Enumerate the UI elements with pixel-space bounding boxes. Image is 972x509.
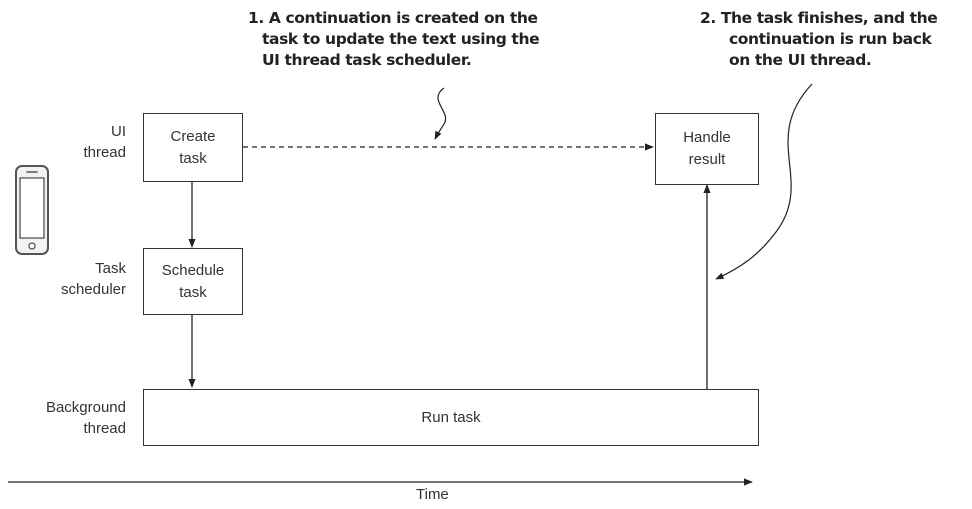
annotation-1-line-1: 1. A continuation is created on the <box>248 9 538 27</box>
callout-2-pointer <box>715 83 813 280</box>
annotation-2-line-2: continuation is run back <box>729 30 932 48</box>
box-schedule-task-line-1: Schedule <box>161 261 225 279</box>
annotation-continuation-created: 1. A continuation is created on the task… <box>248 8 588 71</box>
box-create-task: Create task <box>143 113 243 182</box>
lane-label-ui-thread-line-1: UI <box>111 123 126 140</box>
box-schedule-task: Schedule task <box>143 248 243 315</box>
smartphone-icon <box>15 165 49 255</box>
lane-label-background-thread-line-2: thread <box>83 420 126 437</box>
box-schedule-task-line-2: task <box>179 283 207 301</box>
time-axis-label: Time <box>416 486 449 503</box>
lane-label-task-scheduler: Task scheduler <box>40 258 126 300</box>
lane-label-task-scheduler-line-2: scheduler <box>60 281 126 298</box>
annotation-1-line-2: task to update the text using the <box>262 30 540 48</box>
box-run-task: Run task <box>143 389 759 446</box>
annotation-2-line-3: on the UI thread. <box>729 51 872 69</box>
box-handle-result-line-1: Handle <box>683 129 731 146</box>
annotation-1-line-3: UI thread task scheduler. <box>262 51 472 69</box>
lane-label-task-scheduler-line-1: Task <box>95 260 126 277</box>
box-handle-result: Handle result <box>655 113 759 185</box>
lane-label-background-thread: Background thread <box>10 397 126 439</box>
box-run-task-label: Run task <box>421 408 481 426</box>
box-handle-result-line-2: result <box>688 151 726 168</box>
lane-label-ui-thread: UI thread <box>40 121 126 163</box>
box-create-task-line-2: task <box>179 149 207 167</box>
callout-1-pointer <box>434 87 447 140</box>
box-create-task-line-1: Create <box>170 127 216 145</box>
lane-label-ui-thread-line-2: thread <box>83 144 126 161</box>
annotation-task-finishes: 2. The task finishes, and the continuati… <box>700 8 968 71</box>
lane-label-background-thread-line-1: Background <box>45 399 126 416</box>
annotation-2-line-1: 2. The task finishes, and the <box>700 9 938 27</box>
